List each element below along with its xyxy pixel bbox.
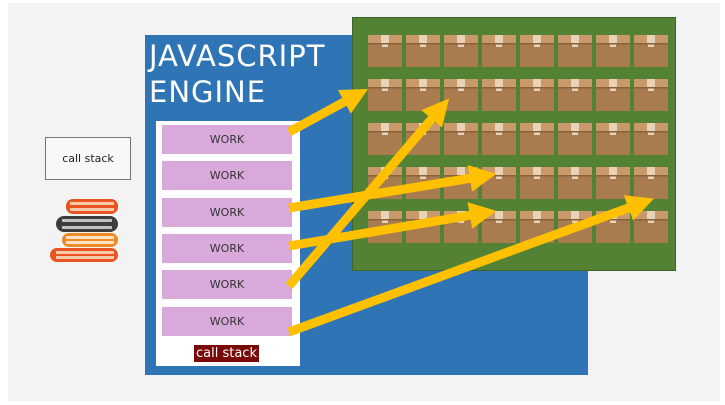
work-item-4: WORK [162,234,292,263]
cardboard-box-icon [482,35,516,67]
cardboard-box-icon [520,211,554,243]
cardboard-box-icon [444,211,478,243]
cardboard-box-icon [596,211,630,243]
cardboard-box-icon [406,211,440,243]
cardboard-box-icon [368,211,402,243]
call-stack-panel: WORK WORK WORK WORK WORK WORK call stack [156,121,300,366]
books-stack-icon [50,199,118,262]
cardboard-box-icon [520,79,554,111]
cardboard-box-icon [558,211,592,243]
cardboard-box-icon [444,35,478,67]
work-item-2: WORK [162,161,292,190]
cardboard-box-icon [596,123,630,155]
cardboard-box-icon [482,79,516,111]
cardboard-box-icon [482,211,516,243]
cardboard-box-icon [634,35,668,67]
cardboard-box-icon [596,167,630,199]
cardboard-box-icon [406,167,440,199]
book-lower [62,233,118,247]
work-item-1: WORK [162,125,292,154]
cardboard-box-icon [634,211,668,243]
cardboard-box-icon [482,123,516,155]
cardboard-box-icon [520,123,554,155]
engine-title-line1: JAVASCRIPT [149,39,326,73]
cardboard-box-icon [596,79,630,111]
cardboard-box-icon [558,79,592,111]
cardboard-box-icon [444,123,478,155]
cardboard-box-icon [634,79,668,111]
cardboard-box-icon [482,167,516,199]
cardboard-box-icon [368,123,402,155]
cardboard-box-icon [634,167,668,199]
cardboard-box-icon [634,123,668,155]
cardboard-box-icon [368,167,402,199]
book-bottom [50,248,118,262]
cardboard-box-icon [558,35,592,67]
cardboard-box-icon [368,79,402,111]
work-item-5: WORK [162,270,292,299]
cardboard-box-icon [406,123,440,155]
task-box-grid [352,17,676,271]
cardboard-box-icon [520,167,554,199]
cardboard-box-icon [558,167,592,199]
book-middle [56,216,118,232]
cardboard-box-icon [406,35,440,67]
call-stack-footer-label: call stack [194,345,259,362]
cardboard-box-icon [368,35,402,67]
cardboard-box-icon [596,35,630,67]
cardboard-box-icon [520,35,554,67]
cardboard-box-icon [558,123,592,155]
engine-title: JAVASCRIPT ENGINE [149,38,349,110]
work-item-6: WORK [162,307,292,336]
cardboard-box-icon [444,167,478,199]
book-top [66,199,118,214]
call-stack-label: call stack [45,137,131,180]
call-stack-label-text: call stack [62,152,114,165]
cardboard-box-icon [406,79,440,111]
cardboard-box-icon [444,79,478,111]
engine-title-line2: ENGINE [149,75,267,109]
work-item-3: WORK [162,198,292,227]
